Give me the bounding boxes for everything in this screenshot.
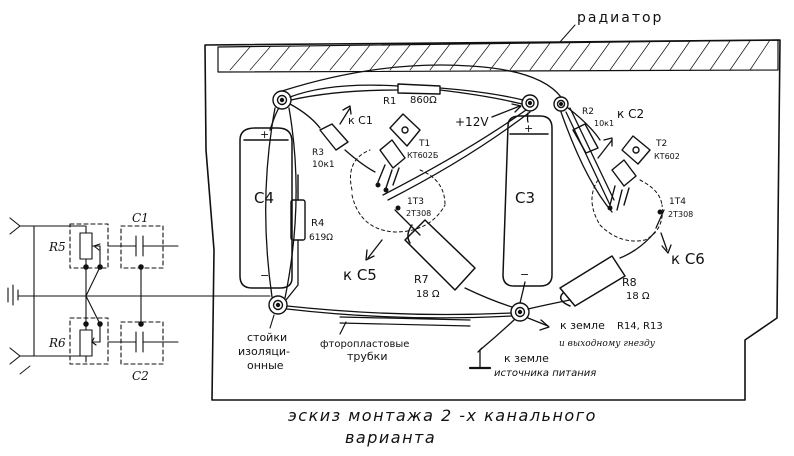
resistor-r2 bbox=[572, 123, 599, 154]
c4-minus: − bbox=[260, 269, 269, 282]
r4-label: R4 bbox=[311, 218, 324, 229]
standoff-top-center bbox=[521, 94, 539, 112]
ground-output-label: к земле bbox=[560, 319, 605, 332]
r4-value: 619Ω bbox=[309, 233, 333, 243]
capacitor-c3 bbox=[502, 115, 553, 287]
r1-value: 860Ω bbox=[410, 95, 437, 106]
caption-line-2: варианта bbox=[345, 428, 436, 447]
input-schematic bbox=[7, 217, 271, 375]
c4-plus: + bbox=[260, 128, 269, 141]
c3-minus: − bbox=[520, 268, 529, 281]
standoffs-label-2: изоляци- bbox=[238, 345, 290, 358]
resistor-r7 bbox=[404, 219, 476, 291]
capacitor-c4 bbox=[239, 127, 293, 289]
c2-label: C2 bbox=[132, 369, 149, 383]
r2-label: R2 bbox=[582, 107, 594, 117]
c3-plus: + bbox=[524, 122, 533, 135]
r6-label: R6 bbox=[48, 336, 66, 350]
r5-label: R5 bbox=[48, 240, 66, 254]
r8-label: R8 bbox=[622, 276, 637, 289]
wiring bbox=[265, 64, 665, 319]
t2-type: КТ602 bbox=[654, 152, 680, 161]
ground-supply-lead bbox=[468, 319, 515, 370]
ground-supply-sub: источника питания bbox=[494, 368, 596, 379]
r7-value: 18 Ω bbox=[416, 289, 440, 300]
standoffs-label-1: стойки bbox=[247, 331, 287, 344]
to-c2-label: к C2 bbox=[617, 107, 644, 121]
radiator-label: радиатор bbox=[577, 10, 663, 26]
ground-output-sub: и выходному гнезду bbox=[559, 339, 656, 349]
arrow-to-c6 bbox=[660, 232, 672, 254]
standoff-bottom-center bbox=[510, 302, 530, 322]
plus12v-label: +12V bbox=[455, 115, 489, 129]
c1-label: C1 bbox=[132, 211, 149, 225]
r8-value: 18 Ω bbox=[626, 291, 650, 302]
tubes-label-1: фторопластовые bbox=[320, 339, 409, 350]
resistor-r1 bbox=[397, 83, 441, 95]
arrow-to-c2 bbox=[597, 137, 613, 159]
standoff-pointer bbox=[269, 314, 275, 329]
arrow-to-c1 bbox=[339, 105, 352, 125]
fluoroplastic-tubes bbox=[339, 316, 471, 335]
c4-label: C4 bbox=[254, 189, 274, 207]
r7-label: R7 bbox=[414, 273, 429, 286]
resistor-r3 bbox=[319, 123, 349, 151]
t1-type: КТ602Б bbox=[407, 151, 438, 160]
t3-pin bbox=[395, 205, 401, 211]
to-c5-label: к C5 bbox=[343, 266, 377, 284]
resistor-r4 bbox=[290, 174, 306, 241]
arrow-to-c5 bbox=[365, 239, 383, 261]
transistor-outlines bbox=[350, 149, 663, 242]
t3-label: 1Т3 bbox=[407, 197, 424, 207]
r3-value: 10к1 bbox=[312, 160, 335, 170]
c3-label: C3 bbox=[515, 189, 535, 207]
transistor-t1 bbox=[375, 113, 421, 193]
arrow-ground-output bbox=[527, 317, 550, 331]
r1-label: R1 bbox=[383, 96, 396, 107]
r3-label: R3 bbox=[312, 148, 324, 158]
caption-line-1: эскиз монтажа 2 -х канального bbox=[288, 406, 597, 425]
standoffs-label-3: онные bbox=[247, 359, 284, 372]
ground-supply-label: к земле bbox=[504, 352, 549, 365]
to-c1-label: к C1 bbox=[348, 114, 373, 127]
t4-label: 1Т4 bbox=[669, 197, 686, 207]
standoff-top-left bbox=[272, 90, 292, 110]
standoff-bottom-left bbox=[268, 295, 288, 315]
t4-type: 2Т308 bbox=[668, 210, 693, 219]
r2-value: 10к1 bbox=[594, 119, 614, 128]
to-c6-label: к C6 bbox=[671, 250, 705, 268]
resistor-r8 bbox=[559, 255, 626, 307]
r14-r13-label: R14, R13 bbox=[617, 321, 663, 332]
standoff-top-right bbox=[553, 96, 569, 112]
t2-label: T2 bbox=[655, 139, 667, 149]
tubes-label-2: трубки bbox=[347, 350, 387, 363]
t3-type: 2Т308 bbox=[406, 209, 431, 218]
t4-pin bbox=[657, 209, 663, 215]
transistor-t2 bbox=[607, 135, 651, 211]
arrow-plus-12v bbox=[491, 103, 522, 118]
t1-label: T1 bbox=[418, 139, 430, 149]
